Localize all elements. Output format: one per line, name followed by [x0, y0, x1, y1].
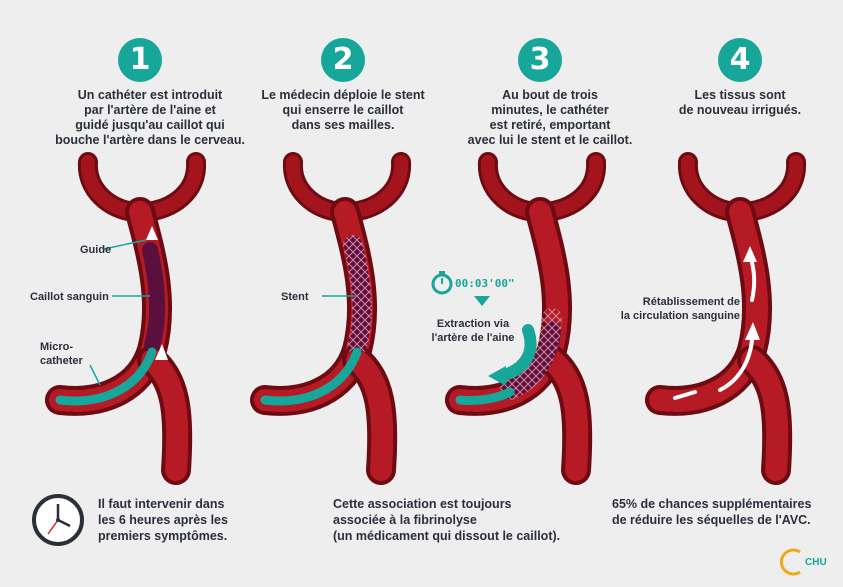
- guide-pointer: [103, 239, 147, 250]
- stopwatch-icon: [431, 271, 453, 295]
- timer-readout: 00:03'00": [455, 277, 515, 290]
- clock-icon: [32, 494, 84, 546]
- down-arrow-icon: [474, 296, 490, 306]
- extraction-arrow: [496, 324, 537, 382]
- step-4-badge: 4: [718, 38, 762, 82]
- stent: [343, 235, 372, 355]
- caillot-label: Caillot sanguin: [30, 291, 109, 303]
- artery-panel-1: [60, 162, 196, 470]
- guide-arrow: [146, 226, 158, 240]
- chu-logo: [779, 548, 801, 576]
- step-1-badge: 1: [118, 38, 162, 82]
- microcatheter-label: Micro-catheter: [40, 341, 83, 367]
- flow-arrow: [155, 344, 168, 360]
- catheter-pointer: [89, 364, 101, 386]
- chu-logo-text: CHU: [805, 557, 827, 568]
- artery-panel-3: [460, 162, 596, 470]
- artery-panel-4: [660, 162, 796, 470]
- step-2-badge: 2: [321, 38, 365, 82]
- artery-panel-2: [265, 162, 401, 470]
- stent-label: Stent: [281, 291, 309, 303]
- step-3-badge: 3: [518, 38, 562, 82]
- guide-label: Guide: [80, 244, 112, 256]
- blood-clot: [142, 242, 166, 353]
- microcatheter: [55, 347, 157, 406]
- flow-arrow-lower: [718, 338, 754, 392]
